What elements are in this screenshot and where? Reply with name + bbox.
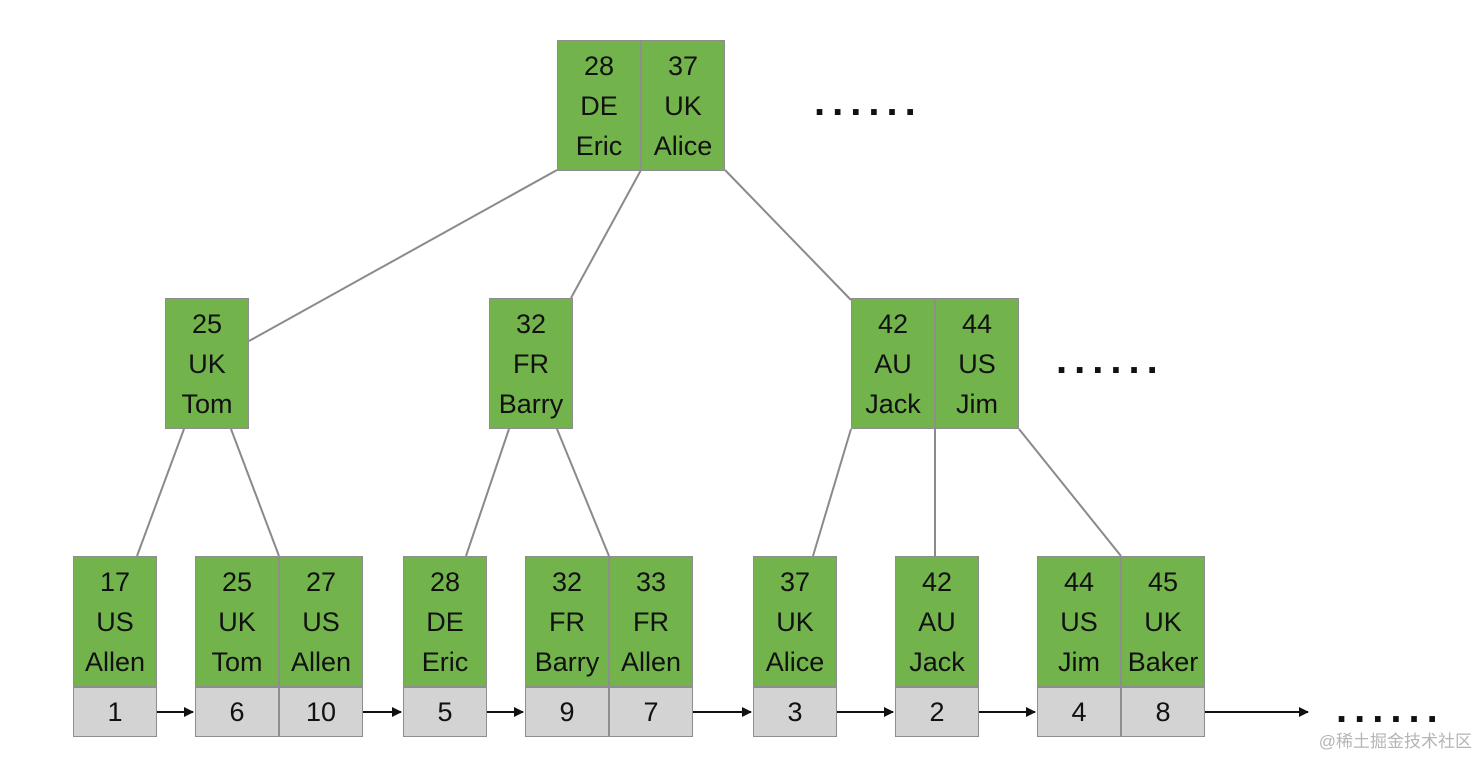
cell-id: 44	[1063, 566, 1095, 597]
internal-node-0-cell-0: 25 UK Tom	[165, 298, 249, 429]
cell-country: DE	[426, 606, 464, 637]
cell-id: 25	[191, 308, 223, 339]
leaf-4-rowid-0: 3	[753, 687, 837, 737]
internal-node-2-cell-0: 42 AU Jack	[851, 298, 935, 429]
leaf-1-rowid-1: 10	[279, 687, 363, 737]
ellipsis-root-level: ......	[814, 80, 923, 124]
root-cell-0: 28 DE Eric	[557, 40, 641, 171]
leaf-0-rowid-0: 1	[73, 687, 157, 737]
cell-name: Allen	[620, 646, 682, 677]
edge-32-to-leaf-32	[556, 428, 610, 557]
leaf-0-cell-0: 17 US Allen	[73, 556, 157, 687]
leaf-3-rowid-1: 7	[609, 687, 693, 737]
leaf-5-cell-0: 42 AU Jack	[895, 556, 979, 687]
cell-country: UK	[664, 90, 702, 121]
cell-country: FR	[549, 606, 585, 637]
cell-country: AU	[874, 348, 912, 379]
cell-country: UK	[218, 606, 256, 637]
edge-root-to-node-42-44	[724, 169, 852, 301]
cell-country: US	[958, 348, 996, 379]
cell-name: Allen	[84, 646, 146, 677]
internal-node-1-cell-0: 32 FR Barry	[489, 298, 573, 429]
leaf-5-rowid-0: 2	[895, 687, 979, 737]
leaf-6-cell-1: 45 UK Baker	[1121, 556, 1205, 687]
leaf-1-rowid-0: 6	[195, 687, 279, 737]
cell-country: UK	[776, 606, 814, 637]
cell-id: 45	[1147, 566, 1179, 597]
cell-country: US	[1060, 606, 1098, 637]
internal-node-2-cell-1: 44 US Jim	[935, 298, 1019, 429]
cell-id: 33	[635, 566, 667, 597]
edge-root-to-node-32	[570, 169, 642, 299]
cell-id: 32	[551, 566, 583, 597]
cell-name: Alice	[653, 130, 713, 161]
leaf-3-cell-1: 33 FR Allen	[609, 556, 693, 687]
cell-country: US	[96, 606, 134, 637]
cell-country: AU	[918, 606, 956, 637]
leaf-2-cell-0: 28 DE Eric	[403, 556, 487, 687]
cell-id: 25	[221, 566, 253, 597]
cell-id: 32	[515, 308, 547, 339]
leaf-6-cell-0: 44 US Jim	[1037, 556, 1121, 687]
leaf-3-rowid-0: 9	[525, 687, 609, 737]
cell-country: US	[302, 606, 340, 637]
edge-root-to-node-25	[248, 169, 558, 342]
cell-country: UK	[1144, 606, 1182, 637]
cell-id: 27	[305, 566, 337, 597]
cell-name: Allen	[290, 646, 352, 677]
cell-name: Eric	[421, 646, 469, 677]
cell-id: 28	[583, 50, 615, 81]
watermark: @稀土掘金技术社区	[1318, 732, 1472, 751]
cell-name: Tom	[211, 646, 263, 677]
cell-id: 17	[99, 566, 131, 597]
ellipsis-leaf-level: ......	[1336, 687, 1445, 731]
leaf-6-rowid-0: 4	[1037, 687, 1121, 737]
cell-name: Barry	[498, 388, 564, 419]
cell-id: 37	[667, 50, 699, 81]
cell-country: UK	[188, 348, 226, 379]
edge-42-to-leaf-37	[812, 428, 852, 557]
edge-25-to-leaf-25	[230, 428, 280, 557]
ellipsis-internal-level: ......	[1056, 338, 1165, 382]
cell-country: DE	[580, 90, 618, 121]
leaf-1-cell-1: 27 US Allen	[279, 556, 363, 687]
cell-id: 42	[877, 308, 909, 339]
cell-name: Tom	[181, 388, 233, 419]
root-cell-1: 37 UK Alice	[641, 40, 725, 171]
leaf-4-cell-0: 37 UK Alice	[753, 556, 837, 687]
cell-name: Jim	[1058, 646, 1100, 677]
cell-name: Jim	[956, 388, 998, 419]
edge-32-to-leaf-28	[465, 428, 510, 557]
cell-id: 37	[779, 566, 811, 597]
cell-name: Jack	[909, 646, 965, 677]
edge-44-to-leaf-44	[1018, 428, 1122, 557]
leaf-6-rowid-1: 8	[1121, 687, 1205, 737]
cell-name: Barry	[534, 646, 600, 677]
cell-name: Jack	[865, 388, 921, 419]
cell-name: Baker	[1127, 646, 1199, 677]
cell-id: 44	[961, 308, 993, 339]
leaf-1-cell-0: 25 UK Tom	[195, 556, 279, 687]
cell-name: Eric	[575, 130, 623, 161]
leaf-3-cell-0: 32 FR Barry	[525, 556, 609, 687]
cell-id: 28	[429, 566, 461, 597]
leaf-2-rowid-0: 5	[403, 687, 487, 737]
cell-country: FR	[633, 606, 669, 637]
cell-country: FR	[513, 348, 549, 379]
cell-name: Alice	[765, 646, 825, 677]
cell-id: 42	[921, 566, 953, 597]
edge-25-to-leaf-17	[136, 428, 185, 557]
